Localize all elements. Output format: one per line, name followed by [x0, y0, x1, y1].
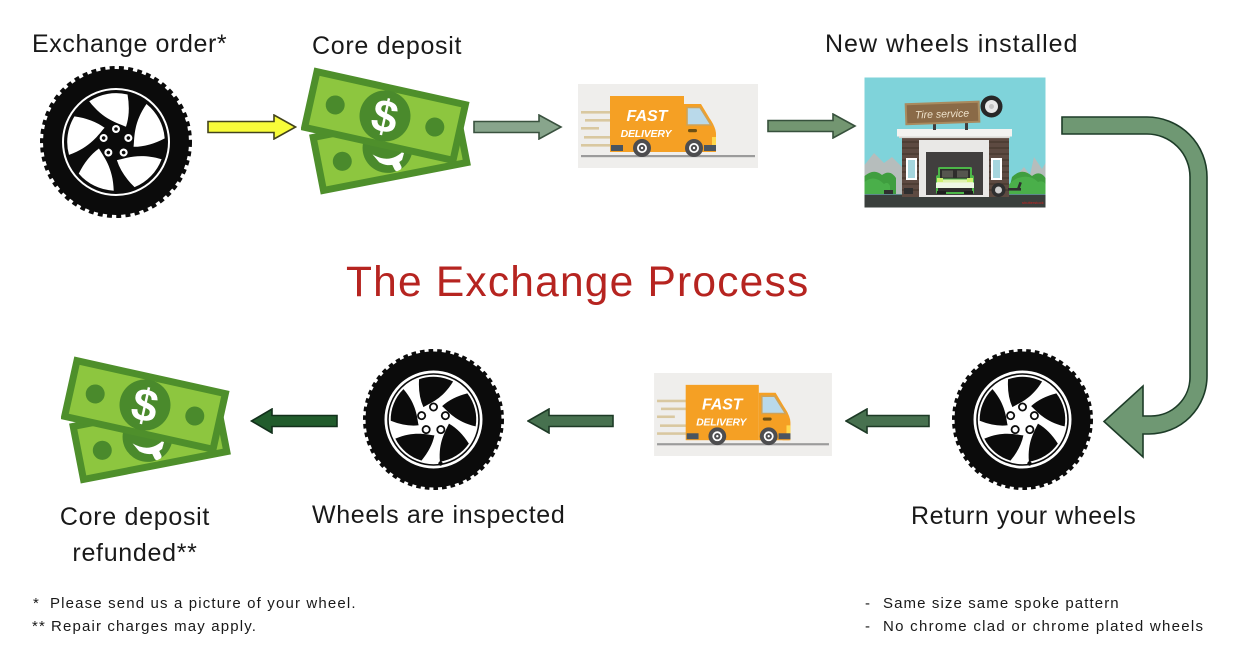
svg-text:Tire service: Tire service [915, 108, 970, 122]
svg-text:shutterstock: shutterstock [1022, 200, 1044, 205]
